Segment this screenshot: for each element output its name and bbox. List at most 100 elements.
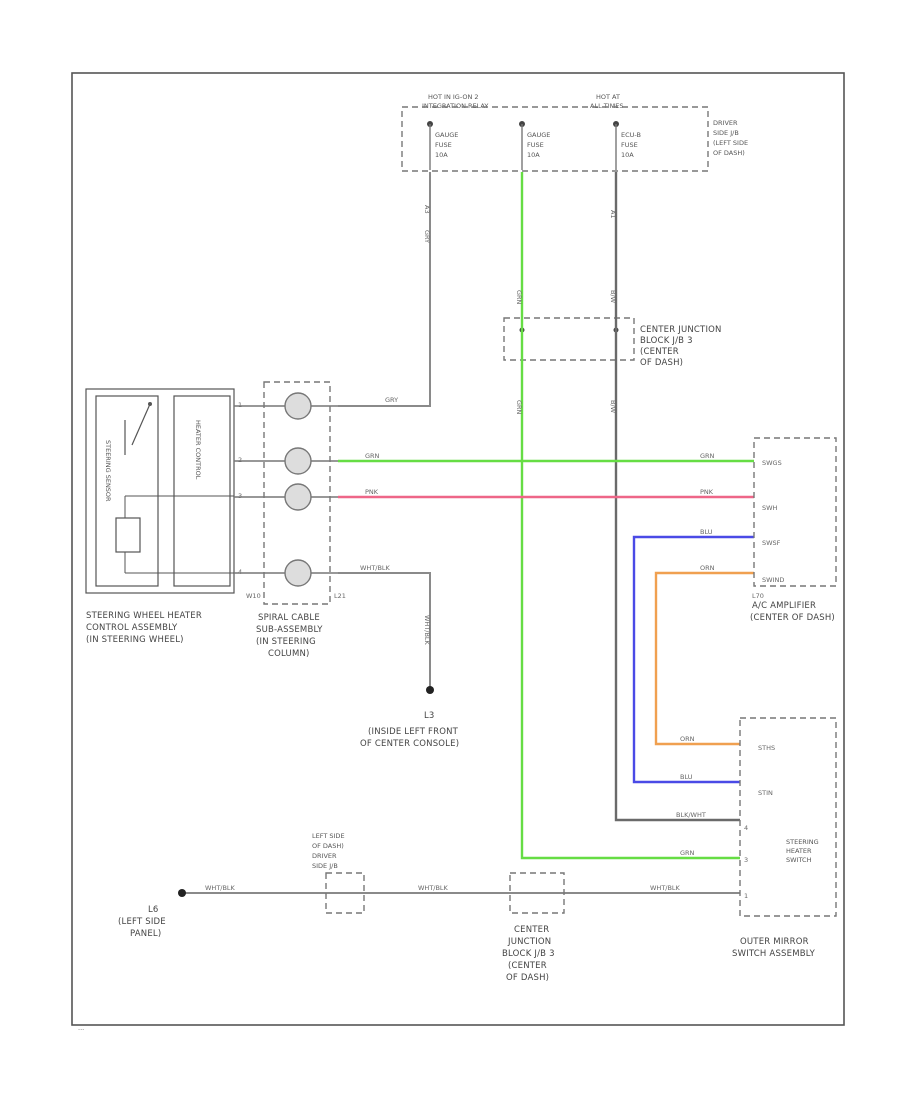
wire-wht-blk-l3 bbox=[338, 572, 431, 688]
svg-text:WHT/BLK: WHT/BLK bbox=[650, 884, 681, 892]
svg-text:GRN: GRN bbox=[515, 400, 523, 415]
svg-text:WHT/BLK: WHT/BLK bbox=[418, 884, 449, 892]
svg-text:10A: 10A bbox=[435, 151, 448, 159]
svg-text:SWSF: SWSF bbox=[762, 539, 781, 547]
svg-text:GRN: GRN bbox=[700, 452, 715, 460]
svg-text:SWH: SWH bbox=[762, 504, 778, 512]
svg-text:(CENTER: (CENTER bbox=[640, 347, 679, 357]
svg-text:(CENTER OF DASH): (CENTER OF DASH) bbox=[750, 613, 835, 623]
svg-text:SIDE J/B: SIDE J/B bbox=[713, 129, 739, 137]
svg-text:BLU: BLU bbox=[700, 528, 713, 536]
center-junction-block: CENTER JUNCTION BLOCK J/B 3 (CENTER OF D… bbox=[503, 317, 722, 368]
svg-text:BLK/WHT: BLK/WHT bbox=[676, 811, 706, 819]
svg-text:B/W: B/W bbox=[609, 290, 617, 304]
svg-text:COLUMN): COLUMN) bbox=[268, 649, 310, 659]
svg-text:A3: A3 bbox=[423, 205, 431, 214]
svg-text:HEATER CONTROL: HEATER CONTROL bbox=[194, 420, 202, 480]
svg-text:PNK: PNK bbox=[700, 488, 714, 496]
svg-text:SWGS: SWGS bbox=[762, 459, 782, 467]
svg-text:PNK: PNK bbox=[365, 488, 379, 496]
svg-text:A1: A1 bbox=[609, 210, 617, 219]
svg-text:SWITCH ASSEMBLY: SWITCH ASSEMBLY bbox=[732, 949, 816, 959]
ac-amplifier: SWGS SWH SWSF SWIND L70 A/C AMPLIFIER (C… bbox=[750, 437, 837, 623]
spiral-cable: W10 L21 SPIRAL CABLE SUB-ASSEMBLY (IN ST… bbox=[234, 381, 346, 659]
svg-text:FUSE: FUSE bbox=[435, 141, 452, 149]
svg-text:SWITCH: SWITCH bbox=[786, 856, 812, 864]
svg-text:DRIVER: DRIVER bbox=[713, 119, 738, 127]
svg-text:GRY: GRY bbox=[385, 396, 398, 404]
svg-text:PANEL): PANEL) bbox=[130, 929, 161, 939]
svg-text:JUNCTION: JUNCTION bbox=[507, 937, 551, 947]
svg-text:SPIRAL CABLE: SPIRAL CABLE bbox=[258, 613, 320, 623]
svg-text:W10: W10 bbox=[246, 592, 261, 600]
svg-text:SIDE J/B: SIDE J/B bbox=[312, 862, 338, 870]
ground-l6: L6 (LEFT SIDE PANEL) bbox=[118, 889, 186, 939]
svg-text:INTEGRATION RELAY: INTEGRATION RELAY bbox=[422, 102, 488, 110]
svg-text:FUSE: FUSE bbox=[527, 141, 544, 149]
svg-text:STIN: STIN bbox=[758, 789, 773, 797]
wire-blu bbox=[632, 535, 754, 784]
svg-text:L21: L21 bbox=[334, 592, 346, 600]
diagram-frame bbox=[71, 72, 845, 1026]
svg-text:OUTER MIRROR: OUTER MIRROR bbox=[740, 937, 809, 947]
svg-text:10A: 10A bbox=[527, 151, 540, 159]
svg-text:CENTER: CENTER bbox=[514, 925, 549, 935]
svg-text:(IN STEERING: (IN STEERING bbox=[256, 637, 316, 647]
svg-text:HEATER: HEATER bbox=[786, 847, 812, 855]
svg-text:ECU-B: ECU-B bbox=[621, 131, 641, 139]
svg-text:GRY: GRY bbox=[423, 230, 431, 243]
svg-text:OF DASH): OF DASH) bbox=[640, 358, 683, 368]
svg-text:STEERING SENSOR: STEERING SENSOR bbox=[104, 440, 112, 502]
svg-text:A/C AMPLIFIER: A/C AMPLIFIER bbox=[752, 601, 816, 611]
svg-text:BLOCK J/B 3: BLOCK J/B 3 bbox=[640, 336, 693, 346]
svg-text:3: 3 bbox=[238, 492, 242, 500]
svg-text:GAUGE: GAUGE bbox=[527, 131, 550, 139]
svg-text:L70: L70 bbox=[752, 592, 764, 600]
svg-text:B/W: B/W bbox=[609, 400, 617, 414]
svg-text:WHT/BLK: WHT/BLK bbox=[360, 564, 391, 572]
svg-text:DRIVER: DRIVER bbox=[312, 852, 337, 860]
svg-text:1: 1 bbox=[744, 892, 748, 900]
driver-side-jb: HOT IN IG-ON 2 INTEGRATION RELAY HOT AT … bbox=[401, 93, 748, 172]
svg-text:BLU: BLU bbox=[680, 773, 693, 781]
svg-text:(LEFT SIDE: (LEFT SIDE bbox=[118, 917, 166, 927]
svg-text:CONTROL ASSEMBLY: CONTROL ASSEMBLY bbox=[86, 623, 178, 633]
svg-text:GRN: GRN bbox=[515, 290, 523, 305]
svg-text:3: 3 bbox=[744, 856, 748, 864]
svg-text:1: 1 bbox=[238, 401, 242, 409]
svg-text:ORN: ORN bbox=[700, 564, 715, 572]
svg-text:2: 2 bbox=[238, 456, 242, 464]
svg-text:GAUGE: GAUGE bbox=[435, 131, 458, 139]
wire-orn bbox=[654, 571, 754, 746]
svg-text:STEERING WHEEL HEATER: STEERING WHEEL HEATER bbox=[86, 611, 202, 621]
steering-wheel-heater-control: STEERING SENSOR HEATER CONTROL 1 2 3 4 S… bbox=[85, 388, 242, 645]
svg-text:OF DASH): OF DASH) bbox=[713, 149, 745, 157]
svg-text:ALL TIMES: ALL TIMES bbox=[590, 102, 623, 110]
svg-text:4: 4 bbox=[744, 824, 748, 832]
svg-text:GRN: GRN bbox=[365, 452, 380, 460]
svg-text:GRN: GRN bbox=[680, 849, 695, 857]
outer-mirror-switch: STHS STIN 4 3 1 STEERING HEATER SWITCH O… bbox=[732, 717, 837, 959]
svg-text:CENTER JUNCTION: CENTER JUNCTION bbox=[640, 325, 722, 335]
driver-side-jb-bottom: LEFT SIDE OF DASH) DRIVER SIDE J/B bbox=[312, 832, 365, 914]
svg-text:4: 4 bbox=[238, 568, 242, 576]
wire-gry bbox=[338, 172, 431, 407]
svg-text:FUSE: FUSE bbox=[621, 141, 638, 149]
svg-text:STEERING: STEERING bbox=[786, 838, 819, 846]
wire-blk-wht bbox=[614, 172, 740, 822]
svg-text:(IN STEERING WHEEL): (IN STEERING WHEEL) bbox=[86, 635, 184, 645]
footer-code: ... bbox=[78, 1024, 84, 1032]
svg-text:WHT/BLK: WHT/BLK bbox=[205, 884, 236, 892]
svg-text:SUB-ASSEMBLY: SUB-ASSEMBLY bbox=[256, 625, 323, 635]
svg-text:(LEFT SIDE: (LEFT SIDE bbox=[713, 139, 748, 147]
svg-text:(INSIDE LEFT FRONT: (INSIDE LEFT FRONT bbox=[368, 727, 459, 737]
svg-text:WHT/BLK: WHT/BLK bbox=[423, 615, 431, 646]
svg-text:BLOCK J/B 3: BLOCK J/B 3 bbox=[502, 949, 555, 959]
center-jb-bottom: CENTER JUNCTION BLOCK J/B 3 (CENTER OF D… bbox=[502, 872, 565, 983]
svg-text:SWIND: SWIND bbox=[762, 576, 784, 584]
svg-text:HOT AT: HOT AT bbox=[596, 93, 620, 101]
svg-text:L6: L6 bbox=[148, 905, 159, 915]
svg-text:10A: 10A bbox=[621, 151, 634, 159]
svg-text:OF DASH): OF DASH) bbox=[506, 973, 549, 983]
